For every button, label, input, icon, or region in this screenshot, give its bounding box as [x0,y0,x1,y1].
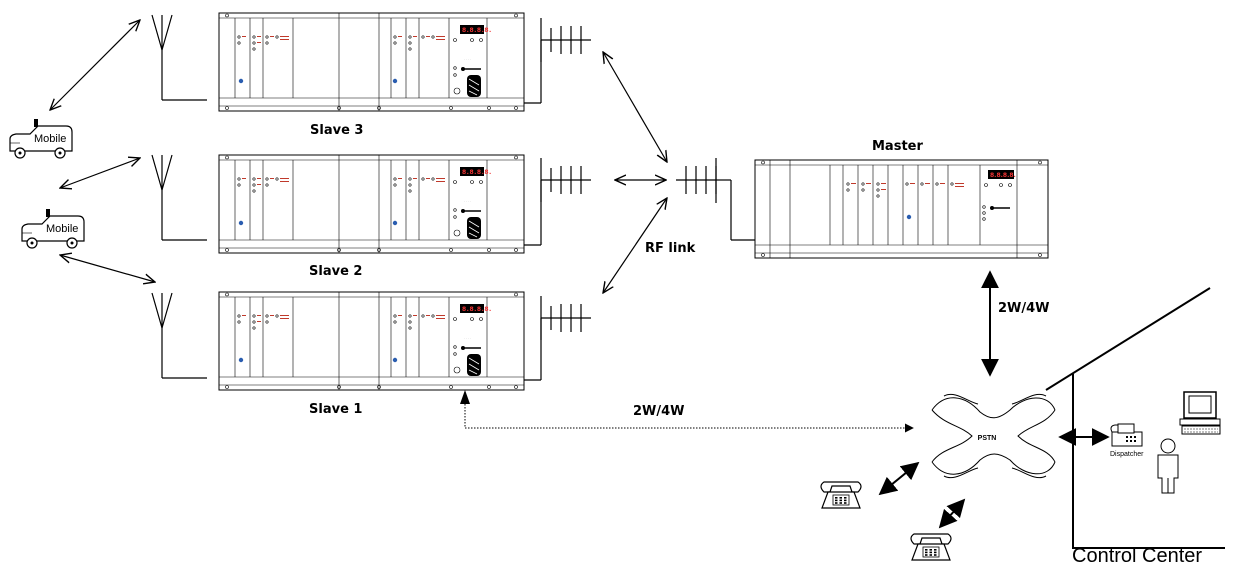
slave-3-antenna [151,14,208,101]
computer-icon [1179,391,1221,435]
control-center-building [1045,287,1225,549]
dispatcher-label: Dispatcher [1110,451,1144,458]
slave-2-antenna [151,154,208,241]
dispatcher-person-icon [1157,438,1179,494]
master-rack: 8.8.8.8. [754,159,1049,259]
mobile-car-top: Mobile [9,118,73,159]
mobile-top-label: Mobile [34,133,66,145]
fax-machine-icon [1110,423,1143,447]
arrow-mobile-slave3 [50,20,140,110]
slave1-pstn-link-label: 2W/4W [633,404,685,419]
arrow-mobile-slave2 [60,158,140,188]
mobile-car-bottom: Mobile [21,208,85,249]
slave1-pstn-dotted-link [460,390,914,433]
arrow-phone2-pstn [938,498,966,529]
slave-3-rack [218,12,525,112]
arrow-mobile-slave1 [60,255,155,282]
telephone-1 [820,481,862,509]
slave-1-yagi [524,295,592,381]
svg-text:8.8.8.8.: 8.8.8.8. [990,172,1016,179]
telephone-2 [910,533,952,561]
control-center-label: Control Center [1072,545,1202,565]
mobile-bottom-label: Mobile [46,223,78,235]
slave-3-label: Slave 3 [310,123,363,138]
rf-link-label: RF link [645,241,696,256]
slave-3-yagi [524,17,592,104]
master-pstn-link-label: 2W/4W [998,301,1050,316]
pstn-cloud [931,393,1056,479]
slave-2-rack [218,154,525,254]
master-yagi [676,158,755,241]
slave-1-rack [218,291,525,391]
rf-arrow-slave1-master [603,198,667,293]
rf-arrow-slave3-master [603,52,667,162]
slave-2-yagi [524,157,592,246]
master-label: Master [872,139,923,154]
arrow-phone1-pstn [878,461,920,496]
slave-1-antenna [151,292,208,379]
pstn-label: PSTN [978,435,997,442]
slave-1-label: Slave 1 [309,402,362,417]
slave-2-label: Slave 2 [309,264,362,279]
